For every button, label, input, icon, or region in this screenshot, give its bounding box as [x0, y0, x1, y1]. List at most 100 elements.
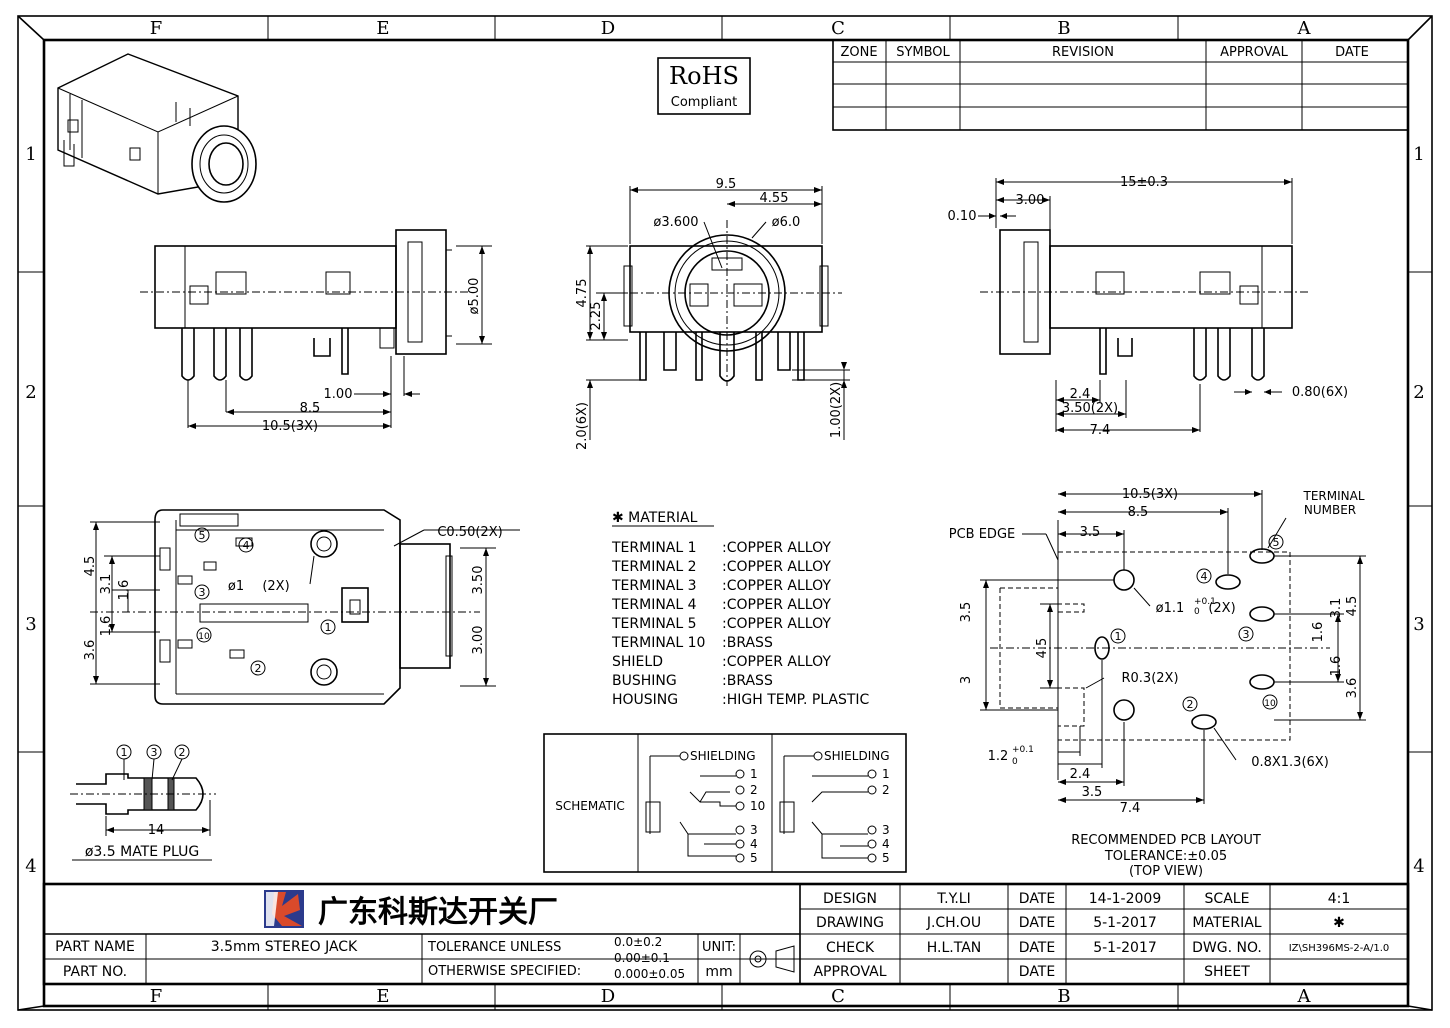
- material-name: TERMINAL 5: [611, 616, 697, 632]
- zone-letter-top: E: [376, 18, 389, 39]
- plug-pin-callout: 2: [179, 746, 186, 759]
- tb-role: APPROVAL: [813, 964, 886, 980]
- revision-header-approval: APPROVAL: [1220, 45, 1289, 60]
- dim-label: 8.5: [300, 401, 321, 416]
- dim-label: 3.1: [99, 574, 114, 595]
- dim-label: 3.6: [83, 640, 98, 661]
- dim-label: ø6.0: [772, 215, 801, 230]
- company-name: 广东科斯达开关厂: [318, 895, 558, 930]
- dim-label: 4.75: [575, 279, 590, 308]
- tb-role: DRAWING: [816, 915, 884, 931]
- dim-label: 2.4: [1070, 767, 1091, 782]
- tb-value: IZ\SH396MS-2-A/1.0: [1289, 943, 1390, 954]
- pin-callout: 3: [199, 586, 206, 599]
- unit-value: mm: [705, 964, 732, 980]
- dim-label: 2.0(6X): [575, 402, 590, 450]
- revision-header-date: DATE: [1335, 45, 1369, 60]
- dim-label: 3.00: [1016, 193, 1045, 208]
- zone-letter-top: A: [1297, 18, 1312, 39]
- zone-number-right: 3: [1413, 614, 1424, 635]
- dim-label: 2.25: [589, 302, 604, 331]
- dim-label: 3: [959, 676, 974, 684]
- dim-label: 7.4: [1090, 423, 1111, 438]
- zone-letter-top: F: [150, 18, 163, 39]
- pcb-caption: RECOMMENDED PCB LAYOUT: [1071, 833, 1261, 848]
- dim-label: 3.6: [1345, 678, 1360, 699]
- material-value: :BRASS: [722, 673, 773, 689]
- dim-label: 1.6: [99, 616, 114, 637]
- dim-tolerance: +0.1: [1194, 597, 1216, 607]
- schematic-terminal: 3: [882, 823, 890, 837]
- tb-date: 5-1-2017: [1093, 940, 1157, 956]
- pcb-caption: TOLERANCE:±0.05: [1104, 849, 1227, 864]
- unit-label: UNIT:: [702, 940, 736, 955]
- dim-label: 3.00: [471, 626, 486, 655]
- dim-label: 3.1: [1329, 598, 1344, 619]
- dim-label: 0.8X1.3(6X): [1251, 755, 1329, 770]
- dim-label: 15±0.3: [1120, 175, 1168, 190]
- right-side-view: 15±0.3 3.00 0.10 2.4 3.50(2X) 7.4 0.80(6…: [948, 175, 1349, 438]
- dim-label: 1.00(2X): [829, 382, 844, 438]
- dim-tolerance: 0: [1194, 607, 1200, 617]
- schematic-terminal: 3: [750, 823, 758, 837]
- front-view: 9.5 4.55 ø3.600 ø6.0 4.75 2.25 2.0(6X) 1…: [575, 177, 850, 450]
- dim-label: 3.50: [471, 566, 486, 595]
- dim-label: 0.10: [948, 209, 977, 224]
- schematic-terminal: 1: [750, 767, 758, 781]
- tolerance-label: TOLERANCE UNLESS: [427, 940, 561, 955]
- rohs-subtitle: Compliant: [671, 95, 737, 110]
- revision-table: ZONE SYMBOL REVISION APPROVAL DATE: [832, 39, 1409, 131]
- dim-label: 1.6: [1329, 656, 1344, 677]
- tb-value: 4:1: [1328, 891, 1351, 907]
- schematic-terminal: SHIELDING: [824, 749, 890, 763]
- schematic-terminal: SHIELDING: [690, 749, 756, 763]
- tb-key: SCALE: [1205, 891, 1250, 907]
- top-view: 5 4 3 1 10 2 4.5 3.1 1.6 1.6 3: [83, 509, 520, 705]
- dim-tolerance: +0.1: [1012, 745, 1034, 755]
- tb-name: J.CH.OU: [926, 915, 981, 931]
- dim-tolerance: 0: [1012, 757, 1018, 767]
- material-name: TERMINAL 10: [611, 635, 705, 651]
- dim-label: 1.00: [324, 387, 353, 402]
- company-logo: [264, 890, 304, 928]
- rohs-stamp: RoHS Compliant: [657, 57, 751, 115]
- material-value: :HIGH TEMP. PLASTIC: [722, 692, 870, 708]
- zone-letter-top: D: [601, 18, 615, 39]
- tb-role: DESIGN: [823, 891, 877, 907]
- mate-plug: 1 3 2 14 ø3.5 MATE PLUG: [70, 744, 216, 861]
- pcb-pin-callout: 2: [1187, 698, 1194, 711]
- tolerance-value: 0.00±0.1: [614, 951, 670, 965]
- material-name: TERMINAL 1: [611, 540, 697, 556]
- dim-label: 9.5: [716, 177, 737, 192]
- zone-letter-bottom: B: [1057, 986, 1070, 1007]
- zone-letter-top: B: [1057, 18, 1070, 39]
- tb-name: T.Y.LI: [936, 891, 970, 907]
- pcb-pin-callout: 5: [1273, 536, 1280, 549]
- revision-header-symbol: SYMBOL: [896, 45, 950, 60]
- dim-label: (2X): [1208, 601, 1235, 616]
- projection-symbol: [749, 945, 795, 973]
- dim-label: 2.4: [1070, 387, 1091, 402]
- terminal-number-label: NUMBER: [1304, 503, 1356, 517]
- part-name-value: 3.5mm STEREO JACK: [211, 939, 358, 955]
- tb-date-label: DATE: [1019, 940, 1055, 956]
- zone-number-left: 3: [25, 614, 36, 635]
- material-name: HOUSING: [612, 692, 678, 708]
- dim-label: 4.55: [760, 191, 789, 206]
- rohs-title: RoHS: [669, 62, 739, 90]
- tb-date: 14-1-2009: [1089, 891, 1161, 907]
- material-value: :COPPER ALLOY: [722, 654, 831, 670]
- zone-letter-bottom: C: [831, 986, 845, 1007]
- zone-letter-bottom: E: [376, 986, 389, 1007]
- dim-label: 1.2: [988, 749, 1009, 764]
- pcb-edge-label: PCB EDGE: [949, 527, 1015, 542]
- pcb-caption: (TOP VIEW): [1129, 864, 1203, 879]
- pcb-layout: 5 4 3 1 10 2: [949, 487, 1366, 879]
- dim-label: ø1.1: [1156, 601, 1185, 616]
- tb-key: DWG. NO.: [1192, 940, 1262, 956]
- zone-letter-bottom: F: [150, 986, 163, 1007]
- material-value: :COPPER ALLOY: [722, 616, 831, 632]
- dim-label: (2X): [262, 579, 289, 594]
- plug-pin-callout: 1: [121, 746, 128, 759]
